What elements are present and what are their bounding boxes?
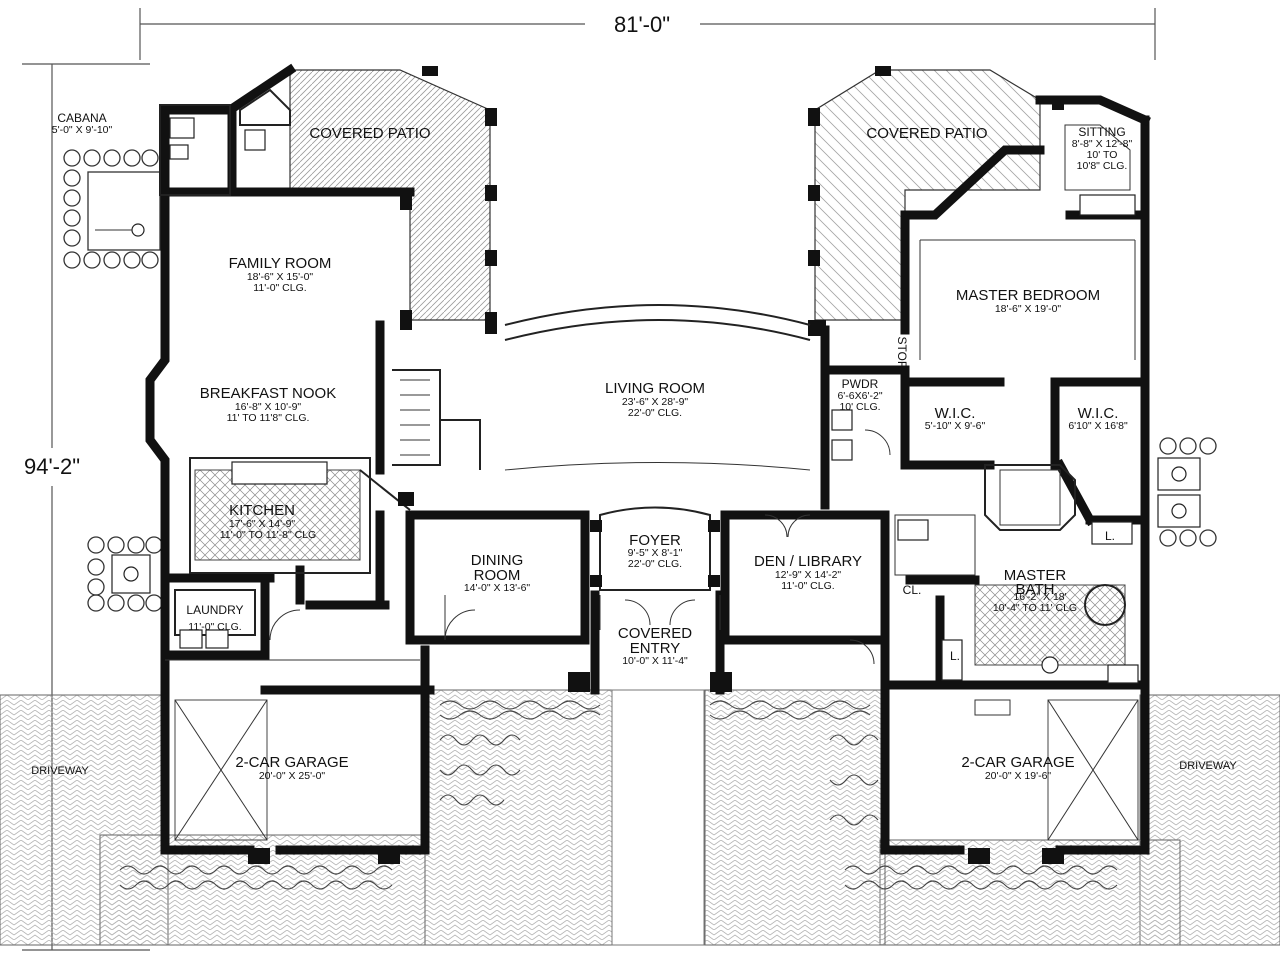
den-library-size: 12'-9" X 14'-2" xyxy=(775,569,842,581)
den-library-ceiling: 11'-0" CLG. xyxy=(781,580,834,592)
sitting-size: 8'-8" X 12'-8" xyxy=(1072,138,1133,150)
breakfast-nook-size: 16'-8" X 10'-9" xyxy=(235,401,302,413)
driveway-paving xyxy=(0,689,1280,946)
kitchen-size: 17'-6" X 14'-9" xyxy=(229,518,296,530)
master-bath-size: 16'-2" X 18' xyxy=(1013,591,1066,603)
wic-left-label: W.I.C. xyxy=(935,405,976,422)
wic-right-label: W.I.C. xyxy=(1078,405,1119,422)
garage-left-label: 2-CAR GARAGE xyxy=(235,754,348,771)
covered-entry-label: COVERED xyxy=(618,625,692,642)
foyer-ceiling: 22'-0" CLG. xyxy=(628,558,682,570)
powder-room-label: PWDR xyxy=(842,377,879,391)
overall-depth-dimension: 94'-2" xyxy=(24,454,80,479)
covered-patio-left-label: COVERED PATIO xyxy=(309,125,430,142)
foyer-size: 9'-5" X 8'-1" xyxy=(628,547,683,559)
interior-details xyxy=(159,88,1139,716)
living-room-size: 23'-6" X 28'-9" xyxy=(622,396,689,408)
closet-label: CL. xyxy=(903,583,922,597)
family-room-size: 18'-6" X 15'-0" xyxy=(247,271,314,283)
laundry-label: LAUNDRY xyxy=(186,603,243,617)
driveway-right-label: DRIVEWAY xyxy=(1179,760,1237,772)
master-bath-label-2: BATH xyxy=(1016,581,1055,598)
breakfast-nook-ceiling: 11' TO 11'8" CLG. xyxy=(227,412,310,424)
laundry-ceiling: 11'-0" CLG. xyxy=(188,621,241,633)
garage-right-size: 20'-0" X 19'-6" xyxy=(985,770,1052,782)
garage-left-size: 20'-0" X 25'-0" xyxy=(259,770,326,782)
master-bedroom-size: 18'-6" X 19'-0" xyxy=(995,303,1062,315)
cabana-label: CABANA xyxy=(57,111,106,125)
breakfast-nook-label: BREAKFAST NOOK xyxy=(200,385,336,402)
pool-area xyxy=(87,171,161,251)
dining-room-label-2: ROOM xyxy=(474,567,521,584)
garage-right-label: 2-CAR GARAGE xyxy=(961,754,1074,771)
dimension-lines xyxy=(22,8,1156,951)
dining-room-size: 14'-0" X 13'-6" xyxy=(464,582,531,594)
sitting-ceiling-2: 10'8" CLG. xyxy=(1077,160,1128,172)
cabana-size: 5'-0" X 9'-10" xyxy=(52,124,113,136)
garage-left-floor xyxy=(174,699,268,841)
sitting-label: SITTING xyxy=(1078,125,1125,139)
kitchen-ceiling: 11'-0" TO 11'-8" CLG xyxy=(220,529,316,541)
driveway-left-label: DRIVEWAY xyxy=(31,765,89,777)
kitchen-label: KITCHEN xyxy=(229,502,295,519)
family-room-ceiling: 11'-0" CLG. xyxy=(253,282,306,294)
linen-closet-label-1: L. xyxy=(1105,529,1115,543)
covered-entry-size: 10'-0" X 11'-4" xyxy=(622,655,688,667)
den-library-label: DEN / LIBRARY xyxy=(754,553,862,570)
room-labels: CABANA 5'-0" X 9'-10" COVERED PATIO COVE… xyxy=(31,111,1237,782)
covered-patio-right-label: COVERED PATIO xyxy=(866,125,987,142)
master-bedroom-label: MASTER BEDROOM xyxy=(956,287,1100,304)
wic-left-size: 5'-10" X 9'-6" xyxy=(925,420,986,432)
covered-patio-right-paving xyxy=(814,69,1041,321)
wic-right-size: 6'10" X 16'8" xyxy=(1068,420,1128,432)
dining-room-label: DINING xyxy=(471,552,524,569)
sitting-ceiling: 10' TO xyxy=(1087,149,1118,161)
master-bath-label: MASTER xyxy=(1004,567,1067,584)
garage-right-floor xyxy=(1047,699,1139,841)
master-bath-ceiling: 10'-4" TO 11' CLG xyxy=(993,602,1077,614)
landscaping xyxy=(119,700,1118,890)
covered-entry-label-2: ENTRY xyxy=(630,640,681,657)
powder-room-ceiling: 10' CLG. xyxy=(839,401,880,413)
shrubs xyxy=(63,149,1217,612)
family-room-label: FAMILY ROOM xyxy=(229,255,332,272)
living-room-ceiling: 22'-0" CLG. xyxy=(628,407,682,419)
powder-room-size: 6'-6X6'-2" xyxy=(837,390,882,402)
storage-label: STOR xyxy=(895,336,909,369)
foyer-label: FOYER xyxy=(629,532,681,549)
living-room-label: LIVING ROOM xyxy=(605,380,705,397)
overall-width-dimension: 81'-0" xyxy=(614,12,670,37)
linen-closet-label-2: L. xyxy=(950,649,960,663)
